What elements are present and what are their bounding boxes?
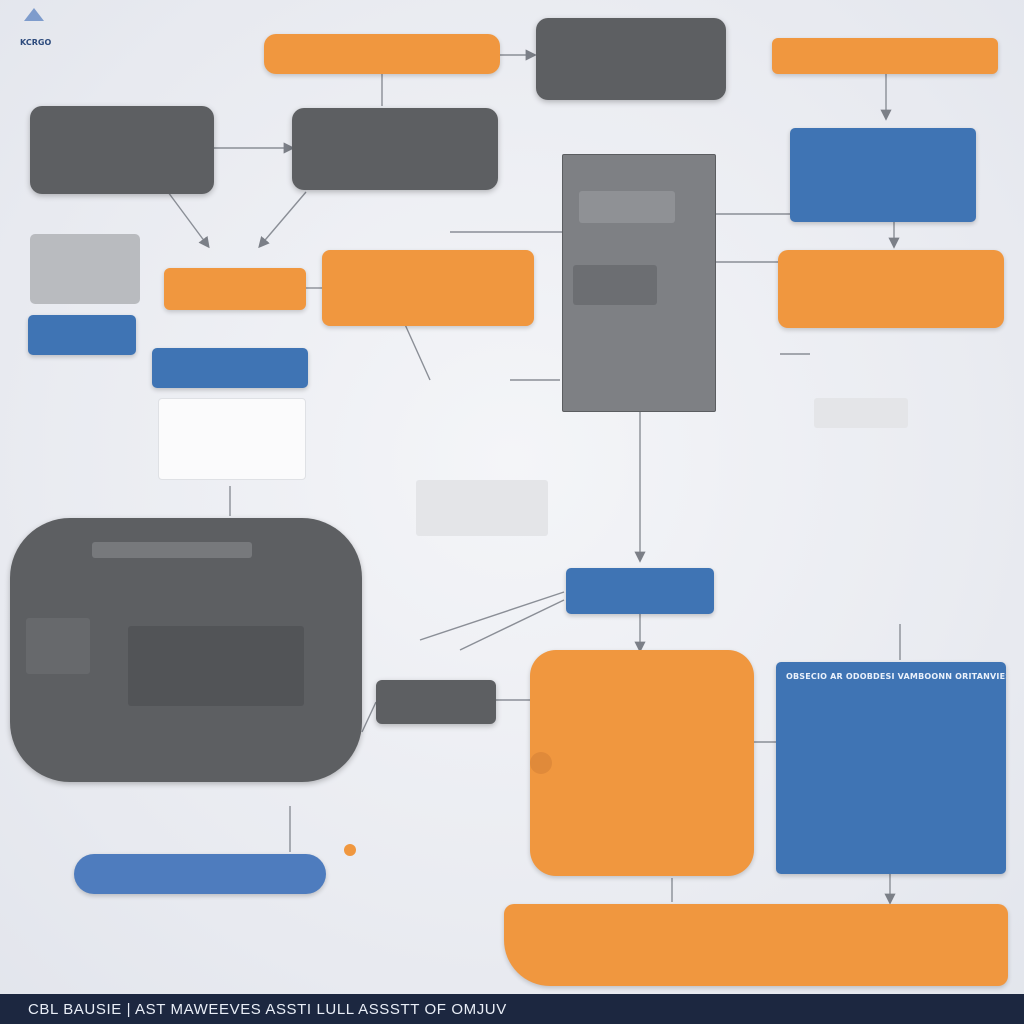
orange-big-node[interactable] [530,650,754,876]
notes-card [158,398,306,480]
gray-small-mid-node[interactable] [376,680,496,724]
pale-mid-card [416,480,548,536]
orange-right-node[interactable] [778,250,1004,328]
blue-big-node[interactable]: OBSECIO AR ODOBDESI VAMBOONN ORITANVIES [776,662,1006,874]
footer-title: CBL BAUSIE | AST MAWEEVES ASSTI LULL ASS… [28,1000,507,1018]
blue-right-node[interactable] [790,128,976,222]
gray-big-group[interactable] [10,518,362,782]
group-inner-panel [128,626,304,706]
orange-bottom-node[interactable] [504,904,1008,986]
header-title: KCRGO [20,38,52,47]
logo-icon [24,8,44,21]
gray-column-panel[interactable] [562,154,716,412]
top-orange-left-node[interactable] [264,34,500,74]
orange-dot-icon [344,844,356,856]
group-side-panel [26,618,90,674]
column-section [573,265,657,305]
orange-left-node[interactable] [164,268,306,310]
gray-center-node[interactable] [292,108,498,190]
light-left-node[interactable] [30,234,140,304]
footer-bar: CBL BAUSIE | AST MAWEEVES ASSTI LULL ASS… [0,994,1024,1024]
top-orange-right-node[interactable] [772,38,998,74]
blue-mid-node[interactable] [566,568,714,614]
orange-center-node[interactable] [322,250,534,326]
marker-dot-icon [530,752,552,774]
gray-left-node[interactable] [30,106,214,194]
blue-left-second-node[interactable] [152,348,308,388]
group-header-bar [92,542,252,558]
blue-pill-node[interactable] [74,854,326,894]
column-section [579,191,675,223]
top-gray-center-node[interactable] [536,18,726,100]
blue-left-small-node[interactable] [28,315,136,355]
node-heading: OBSECIO AR ODOBDESI VAMBOONN ORITANVIES [786,672,1006,681]
pale-right-card [814,398,908,428]
